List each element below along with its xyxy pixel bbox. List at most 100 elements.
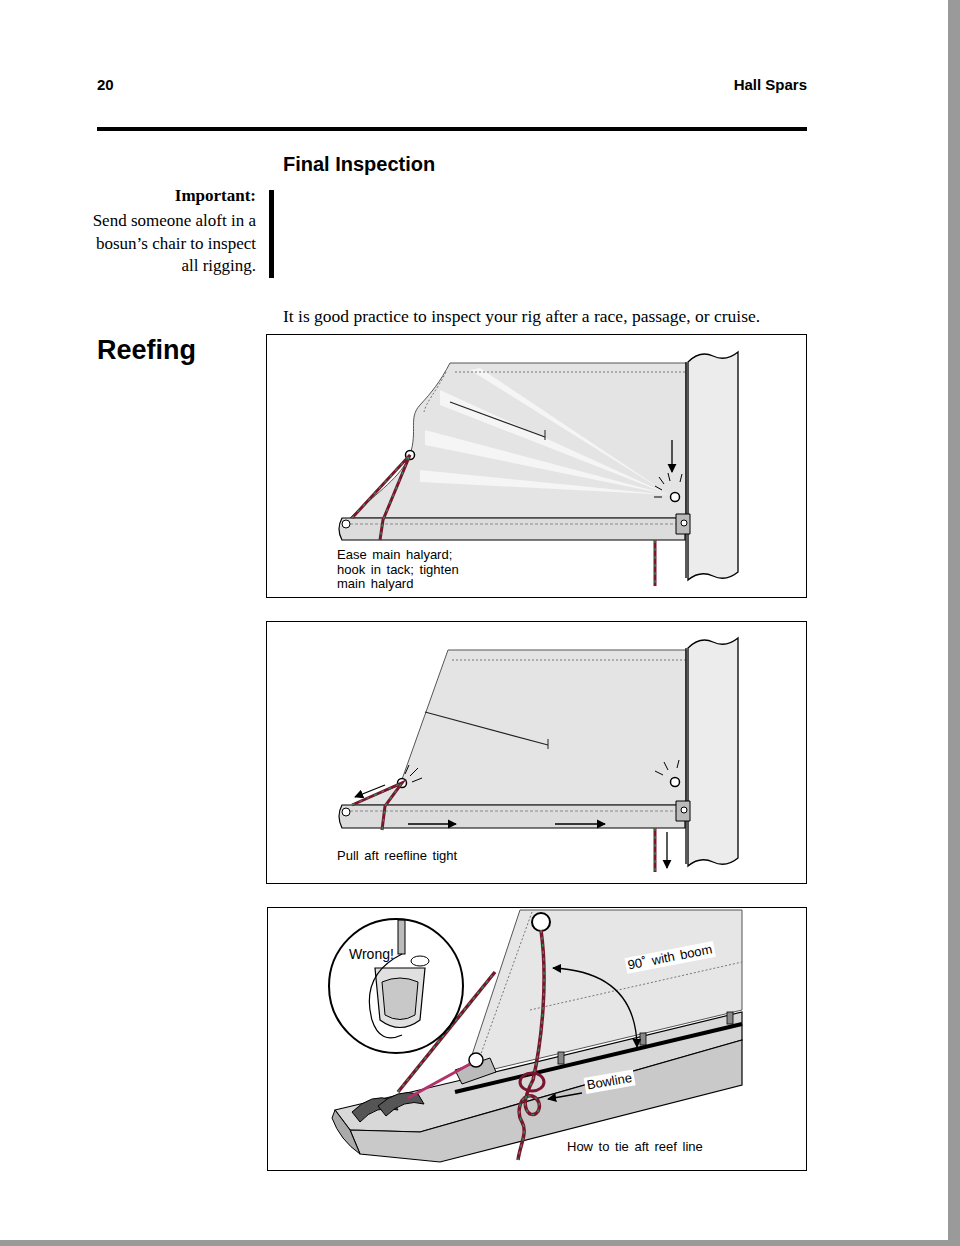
tack-flash [680,474,682,482]
step-panel: Pull aft reefline tight [266,621,807,884]
outhaul-line [408,1064,470,1098]
boom-slot [350,524,680,525]
bowline-loop [520,1073,544,1091]
tack-cringle [671,493,680,502]
reef-line-tie-art [411,956,429,966]
tack-flash [659,477,664,484]
cringle-flash [412,778,422,782]
tack-flash [655,486,662,490]
running-head: Hall Spars [640,76,807,94]
reef-stitching [452,660,686,661]
page-number: 20 [97,76,114,94]
inset-rod [398,920,405,954]
sail-shading [420,470,670,495]
batten [450,402,545,437]
aft-reef-line [518,930,544,1160]
reef-step-two-art [342,808,350,816]
clew-cringle [469,1053,483,1067]
cringle-flash [405,760,679,782]
cringle-flash [677,760,679,768]
step-panel: Ease main halyard; hook in tack; tighten… [266,334,807,598]
tack-cringle [671,778,680,787]
reef-tie-points [640,1033,646,1045]
reef-line [352,455,410,540]
reef-step-two-art [685,648,686,864]
page-edge [0,1240,960,1246]
step-panel: How to tie aft reef line Wrong! [267,907,807,1171]
reef-cringle [532,913,550,931]
pull-arrows [408,823,456,824]
note-text: Send someone aloft in a bosun’s chair to… [90,210,256,278]
reef-line-tie-art [518,930,544,1160]
reef-step-two-art [339,638,738,872]
sail-shading [420,368,670,495]
pull-arrows [666,832,667,868]
reef-tie-points [558,1012,733,1064]
cringle-flash [655,771,663,775]
pull-arrows [555,823,605,824]
section-heading: Reefing [97,334,196,366]
boom [339,518,685,540]
boom-sheaves [378,1093,424,1117]
reef-line [352,783,402,830]
section-heading: Final Inspection [283,152,435,176]
step-caption: Ease main halyard; hook in tack; tighten… [337,548,461,592]
gooseneck [676,801,690,821]
boom [339,805,685,828]
cringle-flash [664,762,668,770]
gooseneck [676,514,690,534]
mast [688,638,738,866]
inset-sheave [375,968,425,1028]
reef-step-two-art [548,739,549,749]
page-edge [948,0,960,1246]
reef-line-tail [654,540,657,586]
sail-shading [470,368,670,495]
reef-step-two-art [654,828,657,872]
inset-rope [369,954,402,1038]
mainsail [350,363,686,518]
batten [425,712,548,745]
reef-tie-points [727,1012,733,1024]
halyard-arrow [671,440,672,472]
reef-step-one-art [654,540,655,586]
warning-label: Wrong! [349,946,409,962]
angle-arc [553,968,637,1047]
sidebar-bar [269,190,274,278]
tack-flash [654,473,682,497]
reef-step-two-art [681,807,687,813]
wrong-inset-ground [328,918,462,1052]
body-text: It is good practice to inspect your rig … [283,306,760,327]
reef-line-tie-art [328,910,742,1162]
cringle-flash [410,768,418,776]
cringle-flash [405,765,409,774]
reef-step-two-art [352,783,402,830]
reef-step-two-art [654,828,655,872]
angle-label: 90˚ with boom [624,941,715,974]
step-caption: Pull aft reefline tight [337,849,537,864]
reef-line-tie-art [382,978,418,1020]
knot-label: Bowline [584,1070,636,1094]
reef-stitching [478,912,532,1062]
wrong-inset-circle: Wrong! [328,918,464,1054]
batten-end [545,430,546,440]
step-caption: How to tie aft reef line [567,1140,787,1155]
mast-track [685,362,686,578]
leech-stitching [424,372,446,412]
boom-sheaves [352,1093,424,1123]
reef-tie-points [558,1052,564,1064]
reef-step-two-art [350,811,680,812]
tack-flash [668,473,670,481]
bowline-leader [548,1093,582,1099]
boom-end-sheave [342,520,350,528]
note-heading: Important: [90,186,256,206]
mast [688,352,738,580]
tack-flash [654,497,662,498]
reef-step-one-art [681,520,687,526]
pull-arrows [355,785,385,797]
header-rule [97,127,807,131]
reef-step-one-art [352,455,410,540]
reef-stitching [455,372,686,373]
